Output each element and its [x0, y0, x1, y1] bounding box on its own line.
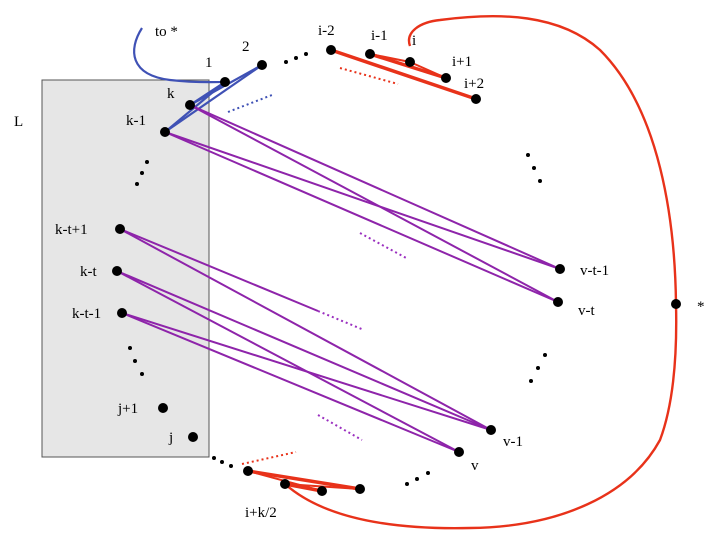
- label-v-minus-1: v-1: [503, 434, 523, 450]
- ellipsis-dots-bottom-left: [212, 456, 233, 468]
- red-dotted-bottom: [241, 451, 297, 465]
- purple-dotted-1: [359, 232, 409, 260]
- label-i-plus-k-half: i+k/2: [245, 505, 277, 521]
- region-l-label: L: [14, 114, 23, 130]
- purple-edge-ktm1-v1: [121, 312, 492, 431]
- vertex-k-t-minus-1: [117, 308, 127, 318]
- ellipsis-dots-left-lower: [128, 346, 144, 376]
- label-k-t: k-t: [80, 264, 97, 280]
- label-k: k: [167, 86, 175, 102]
- label-1: 1: [205, 55, 213, 71]
- label-k-t-minus-1: k-t-1: [72, 306, 101, 322]
- vertex-k-t-plus-1: [115, 224, 125, 234]
- ellipsis-dots-right-upper: [526, 153, 542, 183]
- red-curve-bottom-to-star: [284, 303, 678, 530]
- vertex-j-plus-1: [158, 403, 168, 413]
- purple-edge-ktm1-v: [121, 312, 460, 453]
- vertex-i-plus-k-half: [280, 479, 290, 489]
- purple-edge-kt-v1: [116, 270, 492, 431]
- label-v: v: [471, 458, 479, 474]
- purple-edge-kt1-upper: [119, 228, 319, 312]
- vertex-v: [454, 447, 464, 457]
- vertex-i-plus-1: [441, 73, 451, 83]
- label-star: *: [697, 299, 705, 315]
- ellipsis-dots-top: [284, 52, 308, 64]
- vertex-bottom-d: [355, 484, 365, 494]
- purple-edge-k1-vt1: [164, 131, 561, 270]
- purple-edge-kt1-v1: [119, 228, 492, 431]
- vertex-1: [220, 77, 230, 87]
- vertex-i-minus-2: [326, 45, 336, 55]
- vertex-i-minus-1: [365, 49, 375, 59]
- label-j: j: [168, 430, 173, 446]
- vertex-v-t-minus-1: [555, 264, 565, 274]
- blue-curve-to-star: [133, 27, 226, 84]
- label-v-t-minus-1: v-t-1: [580, 263, 609, 279]
- label-i-minus-2: i-2: [318, 23, 335, 39]
- vertex-k: [185, 100, 195, 110]
- vertex-bottom-c: [317, 486, 327, 496]
- label-i: i: [412, 33, 416, 49]
- blue-dotted: [227, 94, 273, 113]
- label-2: 2: [242, 39, 250, 55]
- vertex-i-plus-2: [471, 94, 481, 104]
- label-k-t-plus-1: k-t+1: [55, 222, 88, 238]
- ellipsis-dots-left: [135, 160, 149, 186]
- label-j-plus-1: j+1: [117, 401, 138, 417]
- red-dotted-top: [339, 67, 399, 85]
- purple-edge-kt-v: [116, 270, 460, 453]
- ellipsis-dots-bottom-right: [405, 471, 430, 486]
- vertex-v-minus-1: [486, 425, 496, 435]
- blue-edge-k1-2: [164, 64, 263, 133]
- vertex-k-t: [112, 266, 122, 276]
- red-curve-top-to-star: [407, 14, 678, 305]
- vertex-k-minus-1: [160, 127, 170, 137]
- red-edge-i-i1p: [409, 61, 447, 79]
- ellipsis-dots-right-lower: [529, 353, 547, 383]
- red-edge-i2-i2p: [330, 48, 477, 101]
- vertex-star: [671, 299, 681, 309]
- vertex-j: [188, 432, 198, 442]
- region-l-box: [41, 79, 210, 458]
- vertex-bottom-a: [243, 466, 253, 476]
- purple-dotted-2: [317, 310, 365, 331]
- red-edge-i-i1: [369, 53, 411, 63]
- purple-edge-k-vt1: [189, 104, 561, 270]
- vertex-i: [405, 57, 415, 67]
- label-k-minus-1: k-1: [126, 113, 146, 129]
- red-edge-bottom-1: [247, 469, 361, 491]
- label-i-minus-1: i-1: [371, 28, 388, 44]
- purple-edge-k1-vt: [164, 131, 559, 303]
- label-i-plus-2: i+2: [464, 76, 484, 92]
- label-to-star: to *: [155, 24, 178, 40]
- vertex-2: [257, 60, 267, 70]
- purple-dotted-3: [317, 414, 363, 441]
- vertex-v-t: [553, 297, 563, 307]
- label-v-t: v-t: [578, 303, 595, 319]
- label-i-plus-1: i+1: [452, 54, 472, 70]
